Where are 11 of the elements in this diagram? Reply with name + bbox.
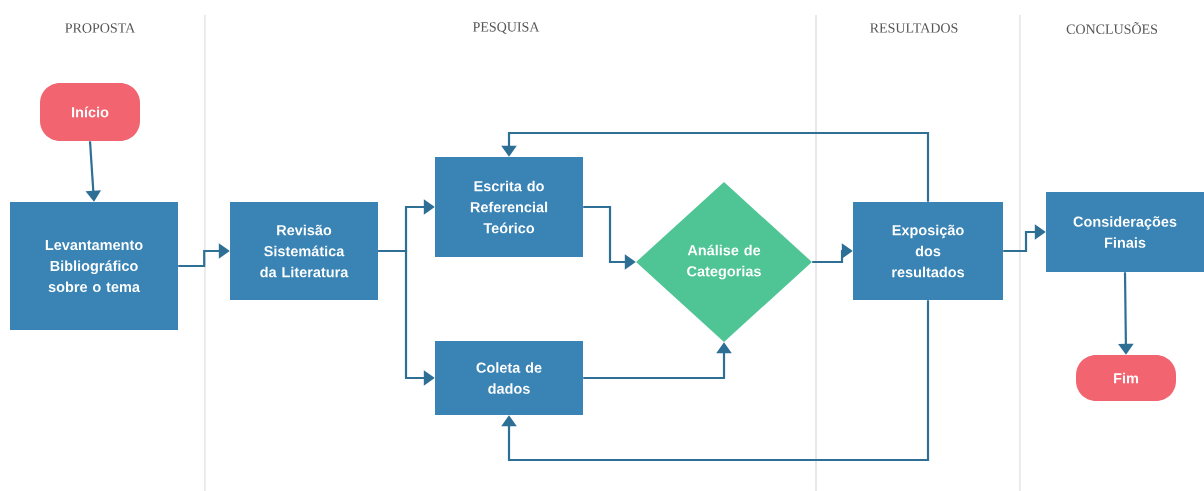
process-box: Revisão Sistemática da Literatura xyxy=(230,202,378,300)
phase-heading: PROPOSTA xyxy=(65,23,136,33)
process-box: Levantamento Bibliográfico sobre o tema xyxy=(10,202,178,330)
phase-heading: PESQUISA xyxy=(472,22,540,34)
process-box: Exposição dos resultados xyxy=(853,202,1003,300)
phase-heading: RESULTADOS xyxy=(870,23,958,33)
process-box: Considerações Finais xyxy=(1046,192,1204,272)
process-box: Coleta de dados xyxy=(435,341,583,415)
process-box: Escrita do Referencial Teórico xyxy=(435,157,583,257)
arrow xyxy=(501,300,930,462)
phase-heading: CONCLUSÕES xyxy=(1066,22,1158,34)
